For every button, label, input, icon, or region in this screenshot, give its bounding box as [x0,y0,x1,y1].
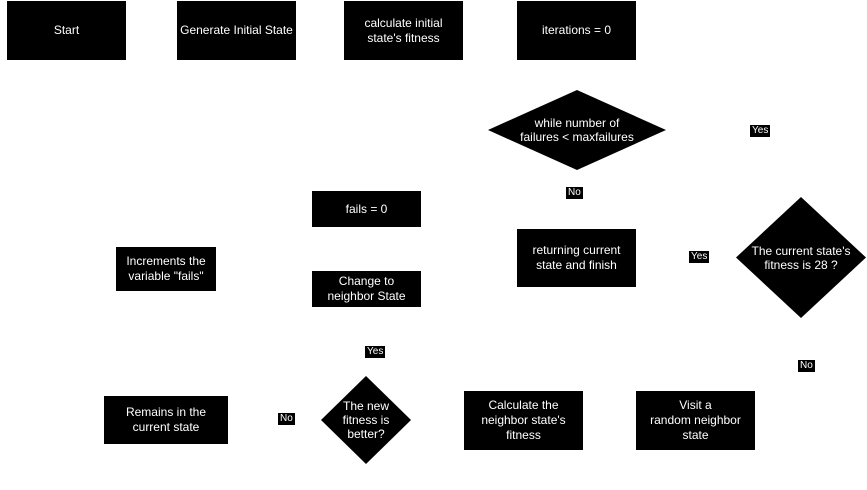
calculate-initial-fitness-label: calculate initial state's fitness [364,15,443,45]
generate-initial-state-label: Generate Initial State [180,23,293,37]
change-to-neighbor-label: Change to neighbor State [327,274,406,303]
iterations-zero-label: iterations = 0 [541,23,612,37]
while-failures-label: while number of failures < maxfailures [520,116,634,144]
fitness-28-shape [736,197,866,318]
visit-random-neighbor-node: Visit a random neighbor state [636,391,755,450]
no-label-while: No [566,187,583,199]
fitness-28-decision: The current state's fitness is 28 ? [736,197,866,318]
remains-in-state-label: Remains in the current state [125,405,207,434]
generate-initial-state-node: Generate Initial State [177,1,296,60]
while-failures-decision: while number of failures < maxfailures [488,90,666,170]
yes-label-fitness28: Yes [689,251,710,263]
no-label-better: No [278,413,295,425]
fails-zero-label: fails = 0 [345,201,388,216]
yes-label-while: Yes [750,125,771,137]
new-fitness-better-decision: The new fitness is better? [321,376,411,464]
no-label-fitness28: No [798,360,815,372]
calculate-initial-fitness-node: calculate initial state's fitness [344,1,463,60]
calculate-neighbor-fitness-label: Calculate the neighbor state's fitness [481,398,566,442]
calculate-neighbor-fitness-node: Calculate the neighbor state's fitness [464,391,583,450]
returning-current-state-node: returning current state and finish [517,229,636,287]
returning-current-state-label: returning current state and finish [532,243,621,272]
fitness-28-label: The current state's fitness is 28 ? [751,243,851,272]
yes-label-better: Yes [365,346,386,358]
remains-in-state-node: Remains in the current state [104,396,228,444]
while-failures-shape [488,90,666,170]
change-to-neighbor-node: Change to neighbor State [312,271,421,307]
iterations-zero-node: iterations = 0 [517,1,636,60]
increments-fails-node: Increments the variable "fails" [116,247,216,291]
visit-random-neighbor-label: Visit a random neighbor state [650,398,741,442]
start-node: Start [7,1,126,60]
new-fitness-better-label: The new fitness is better? [342,399,390,441]
start-label: Start [53,23,80,37]
new-fitness-better-shape [321,376,411,464]
increments-fails-label: Increments the variable "fails" [126,254,206,283]
fails-zero-node: fails = 0 [312,191,421,227]
